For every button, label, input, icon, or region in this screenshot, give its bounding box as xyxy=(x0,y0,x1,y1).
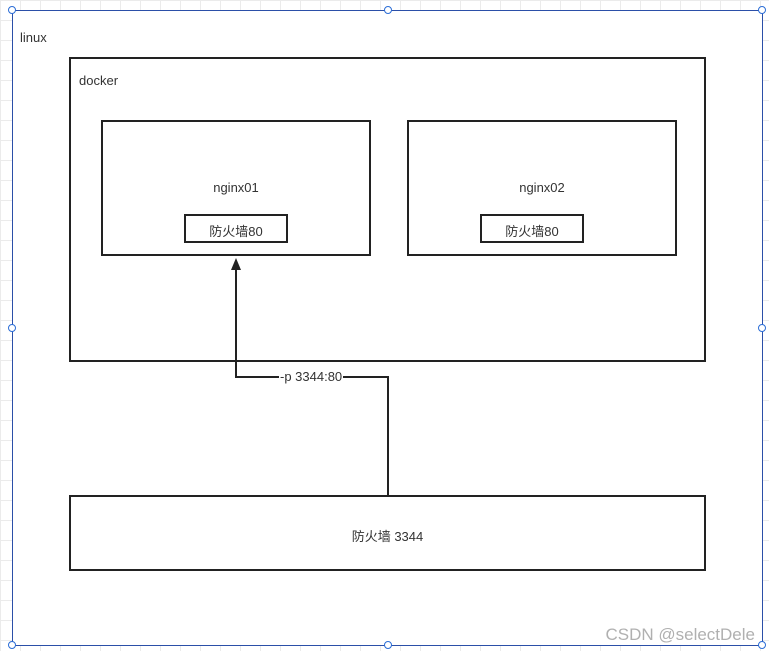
resize-handle-bottom-right[interactable] xyxy=(758,641,766,649)
resize-handle-top-left[interactable] xyxy=(8,6,16,14)
nginx01-label: nginx01 xyxy=(213,180,259,195)
port-mapping-label: -p 3344:80 xyxy=(279,369,344,384)
nginx02-firewall-label: 防火墙80 xyxy=(505,224,559,239)
resize-handle-right[interactable] xyxy=(758,324,766,332)
resize-handle-left[interactable] xyxy=(8,324,16,332)
nginx01-firewall-label: 防火墙80 xyxy=(209,224,263,239)
watermark: CSDN @selectDele xyxy=(605,625,755,644)
docker-label: docker xyxy=(79,73,119,88)
nginx01-firewall-box[interactable]: 防火墙80 xyxy=(184,214,288,243)
resize-handle-top-right[interactable] xyxy=(758,6,766,14)
resize-handle-top[interactable] xyxy=(384,6,392,14)
connector-arrowhead xyxy=(231,258,241,270)
linux-label: linux xyxy=(20,30,47,45)
nginx02-firewall-box[interactable]: 防火墙80 xyxy=(480,214,584,243)
nginx02-label: nginx02 xyxy=(519,180,565,195)
host-firewall-box[interactable]: 防火墙 3344 xyxy=(69,495,706,571)
resize-handle-bottom-left[interactable] xyxy=(8,641,16,649)
resize-handle-bottom[interactable] xyxy=(384,641,392,649)
host-firewall-label: 防火墙 3344 xyxy=(351,529,424,544)
